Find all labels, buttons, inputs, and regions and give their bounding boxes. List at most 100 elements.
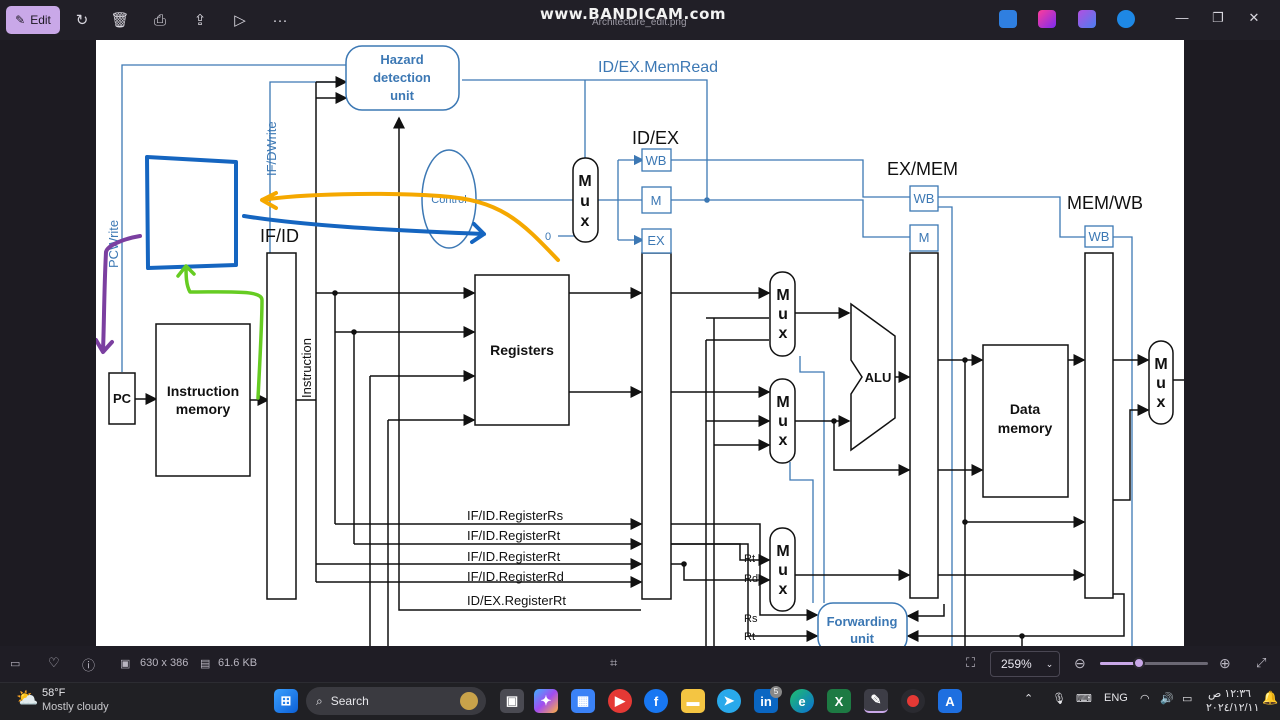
exmem-label: EX/MEM bbox=[887, 159, 958, 179]
recorder-icon[interactable] bbox=[901, 689, 925, 713]
mux-letter: M bbox=[776, 394, 789, 411]
instr-mem-label-2: memory bbox=[176, 401, 231, 417]
battery-icon[interactable]: ▭ bbox=[1182, 693, 1193, 705]
info-icon[interactable]: ⓘ bbox=[82, 658, 96, 673]
orange-arrow-drawing bbox=[260, 191, 560, 262]
hazard-label-1: Hazard bbox=[380, 52, 423, 67]
volume-icon[interactable]: 🔊 bbox=[1160, 693, 1174, 705]
memwb-label: MEM/WB bbox=[1067, 193, 1143, 213]
window-filename: Architecture_edit.png bbox=[592, 17, 687, 28]
edit-button[interactable]: ✎ Edit bbox=[6, 6, 60, 34]
excel-icon[interactable]: X bbox=[827, 689, 851, 713]
green-arrow-drawing bbox=[176, 264, 264, 400]
notification-bell-icon[interactable]: 🔔 bbox=[1262, 690, 1279, 705]
datapath-wires bbox=[135, 76, 1184, 646]
taskbar bbox=[0, 682, 1280, 720]
language-indicator[interactable]: ENG bbox=[1104, 692, 1128, 704]
zoom-slider[interactable] bbox=[1100, 662, 1208, 665]
slideshow-icon[interactable]: ▷ bbox=[234, 12, 246, 29]
clock-date[interactable]: ٢٠٢٤/١٢/١١ bbox=[1206, 702, 1260, 714]
share-icon[interactable]: ⇪ bbox=[193, 12, 207, 29]
keyboard-icon[interactable]: ⌨ bbox=[1076, 693, 1092, 705]
instr-mem-label-1: Instruction bbox=[167, 383, 239, 399]
alu-mux-a: M u x bbox=[769, 271, 796, 357]
zero-label: 0 bbox=[545, 231, 551, 243]
cloud-icon[interactable] bbox=[1117, 10, 1135, 28]
instruction-label: Instruction bbox=[299, 338, 314, 398]
taskbar-search[interactable]: ⌕ Search bbox=[306, 687, 486, 715]
zoom-in-icon[interactable]: ⊕ bbox=[1219, 655, 1231, 671]
mux-letter: M bbox=[578, 173, 591, 190]
print-icon[interactable]: ⎙ bbox=[153, 11, 166, 29]
mux-letter: u bbox=[778, 562, 788, 579]
store-icon[interactable]: ▦ bbox=[571, 689, 595, 713]
dimensions-icon: ▣ bbox=[120, 658, 131, 670]
mux-letter: x bbox=[779, 325, 788, 342]
control-wires bbox=[121, 64, 1133, 646]
zoom-dropdown[interactable]: 259% ⌄ bbox=[990, 651, 1060, 677]
mux-letter: u bbox=[580, 193, 590, 210]
zoom-slider-thumb[interactable] bbox=[1132, 657, 1145, 669]
pipeline-registers bbox=[266, 252, 1114, 600]
control-fields bbox=[641, 148, 1114, 254]
search-placeholder: Search bbox=[330, 694, 369, 708]
search-icon: ⌕ bbox=[316, 693, 323, 708]
edit-label: Edit bbox=[30, 13, 51, 27]
image-dimensions: 630 x 386 bbox=[140, 657, 189, 669]
microphone-icon[interactable]: 🎙 bbox=[1052, 693, 1066, 705]
delete-icon[interactable]: 🗑 bbox=[110, 12, 130, 29]
registers-label: Registers bbox=[490, 342, 554, 358]
app-icon-2[interactable] bbox=[1038, 10, 1056, 28]
mux-letter: x bbox=[1157, 394, 1166, 411]
fullscreen-icon[interactable]: ⤢ bbox=[1256, 655, 1267, 670]
task-view-icon[interactable]: ▣ bbox=[500, 689, 524, 713]
purple-arrow-drawing bbox=[96, 234, 142, 354]
wifi-icon[interactable]: ◠ bbox=[1140, 693, 1150, 705]
crop-icon[interactable]: ⌗ bbox=[610, 655, 618, 670]
facebook-icon[interactable]: f bbox=[644, 689, 668, 713]
linkedin-icon[interactable]: in bbox=[754, 689, 778, 713]
exmem-m-label: M bbox=[919, 230, 930, 245]
zoom-value: 259% bbox=[1001, 657, 1032, 671]
app-icon-1[interactable] bbox=[999, 10, 1017, 28]
blue-arrow-drawing bbox=[242, 214, 486, 244]
maximize-icon[interactable]: ❐ bbox=[1212, 10, 1224, 25]
rotate-icon[interactable]: ↻ bbox=[75, 12, 89, 29]
weather-cloud-icon[interactable]: ⛅ bbox=[16, 688, 39, 708]
start-icon[interactable]: ⊞ bbox=[274, 689, 298, 713]
idex-registerrt-label: ID/EX.RegisterRt bbox=[467, 593, 566, 608]
idex-ex-label: EX bbox=[647, 233, 665, 248]
register-file: Registers bbox=[474, 274, 570, 426]
filmstrip-icon[interactable]: ▭ bbox=[10, 658, 21, 670]
ifid-registerrt-label-2: IF/ID.RegisterRt bbox=[467, 549, 561, 564]
alu-label: ALU bbox=[865, 370, 892, 385]
more-icon[interactable]: ··· bbox=[272, 11, 288, 29]
forwarding-unit: Forwarding unit bbox=[817, 602, 908, 646]
edge-icon[interactable]: e bbox=[790, 689, 814, 713]
tray-overflow-icon[interactable]: ⌃ bbox=[1024, 693, 1034, 705]
file-explorer-icon[interactable]: ▬ bbox=[681, 689, 705, 713]
forwarding-label-1: Forwarding bbox=[827, 614, 898, 629]
clock-time[interactable]: ١٢:٣٦ ص bbox=[1208, 688, 1252, 700]
minimize-icon[interactable]: — bbox=[1175, 10, 1189, 25]
file-size: 61.6 KB bbox=[218, 657, 258, 669]
pc-label: PC bbox=[113, 391, 132, 406]
photos-icon[interactable]: ✎ bbox=[864, 689, 888, 713]
app-a-icon[interactable]: A bbox=[938, 689, 962, 713]
control-unit: Control bbox=[421, 149, 477, 249]
zoom-out-icon[interactable]: ⊖ bbox=[1074, 655, 1086, 671]
telegram-icon[interactable]: ➤ bbox=[717, 689, 741, 713]
ifid-registerrd-label: IF/ID.RegisterRd bbox=[467, 569, 564, 584]
zoom-slider-fill bbox=[1100, 662, 1139, 665]
youtube-icon[interactable]: ▶ bbox=[608, 689, 632, 713]
close-icon[interactable]: ✕ bbox=[1248, 10, 1260, 25]
pen-annotations bbox=[96, 155, 560, 400]
data-mem-label-1: Data bbox=[1010, 401, 1041, 417]
pipeline-diagram: Hazard detection unit ID/EX.MemRead IF/D… bbox=[96, 45, 1184, 646]
app-icon-3[interactable] bbox=[1078, 10, 1096, 28]
writeback-mux: M u x bbox=[1148, 340, 1174, 425]
mux-letter: u bbox=[778, 413, 788, 430]
copilot-icon[interactable]: ✦ bbox=[534, 689, 558, 713]
fit-icon[interactable]: ⛶ bbox=[966, 655, 976, 670]
favorite-icon[interactable]: ♡ bbox=[48, 655, 60, 670]
